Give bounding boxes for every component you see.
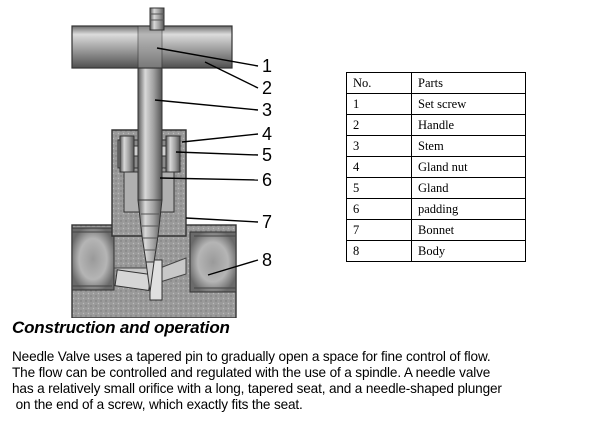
- callout-4: 4: [262, 124, 272, 144]
- part-name: Gland: [411, 177, 526, 199]
- handle: [71, 25, 233, 69]
- callout-2: 2: [262, 78, 272, 98]
- table-header-row: No. Parts: [346, 72, 526, 94]
- callout-8: 8: [262, 250, 272, 270]
- description-line: Needle Valve uses a tapered pin to gradu…: [12, 349, 491, 364]
- part-number: 3: [346, 135, 412, 157]
- part-number: 6: [346, 198, 412, 220]
- description-line: has a relatively small orifice with a lo…: [12, 381, 502, 396]
- part-number: 5: [346, 177, 412, 199]
- leader-lines: [154, 47, 259, 276]
- description-line: on the end of a screw, which exactly fit…: [12, 397, 303, 412]
- part-name: Body: [411, 240, 526, 262]
- section-heading: Construction and operation: [12, 318, 230, 337]
- part-number: 7: [346, 219, 412, 241]
- column-header-parts: Parts: [411, 72, 526, 94]
- part-number: 8: [346, 240, 412, 262]
- description-text: Needle Valve uses a tapered pin to gradu…: [12, 349, 600, 413]
- callout-5: 5: [262, 145, 272, 165]
- callout-3: 3: [262, 100, 272, 120]
- needle-valve-diagram: 1 2 3 4 5 6 7 8: [71, 7, 272, 318]
- part-name: Handle: [411, 114, 526, 136]
- part-number: 4: [346, 156, 412, 178]
- callout-7: 7: [262, 212, 272, 232]
- part-number: 1: [346, 93, 412, 115]
- part-name: Set screw: [411, 93, 526, 115]
- callout-numbers: 1 2 3 4 5 6 7 8: [262, 56, 272, 270]
- part-name: Stem: [411, 135, 526, 157]
- description-line: The flow can be controlled and regulated…: [12, 365, 491, 380]
- part-name: Bonnet: [411, 219, 526, 241]
- part-name: Gland nut: [411, 156, 526, 178]
- part-number: 2: [346, 114, 412, 136]
- callout-1: 1: [262, 56, 272, 76]
- callout-6: 6: [262, 170, 272, 190]
- column-header-no: No.: [346, 72, 412, 94]
- part-name: padding: [411, 198, 526, 220]
- set-screw: [149, 7, 165, 31]
